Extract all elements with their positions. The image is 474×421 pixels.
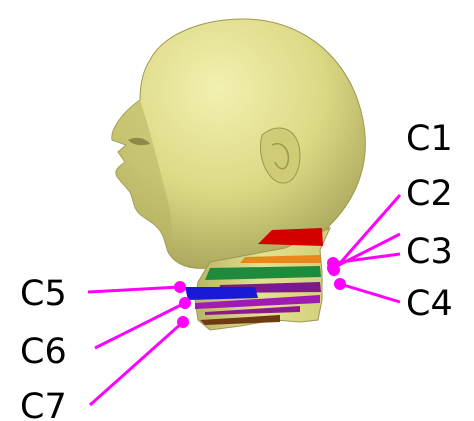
dot-c7: [177, 316, 189, 328]
dot-c4: [334, 278, 346, 290]
leader-c7: [90, 322, 183, 405]
leader-c5: [88, 287, 180, 292]
label-c4: C4: [406, 284, 453, 324]
label-c1: C1: [406, 119, 453, 159]
dot-c5: [174, 281, 186, 293]
dot-c3: [327, 257, 339, 269]
leader-c4: [340, 284, 400, 302]
label-c2: C2: [406, 174, 453, 214]
dot-c6: [179, 297, 191, 309]
label-c5: C5: [20, 274, 67, 314]
label-c7: C7: [20, 387, 67, 421]
label-c3: C3: [406, 232, 453, 272]
band-c5: [185, 287, 258, 300]
label-c6: C6: [20, 332, 67, 372]
leader-c6: [95, 303, 185, 348]
